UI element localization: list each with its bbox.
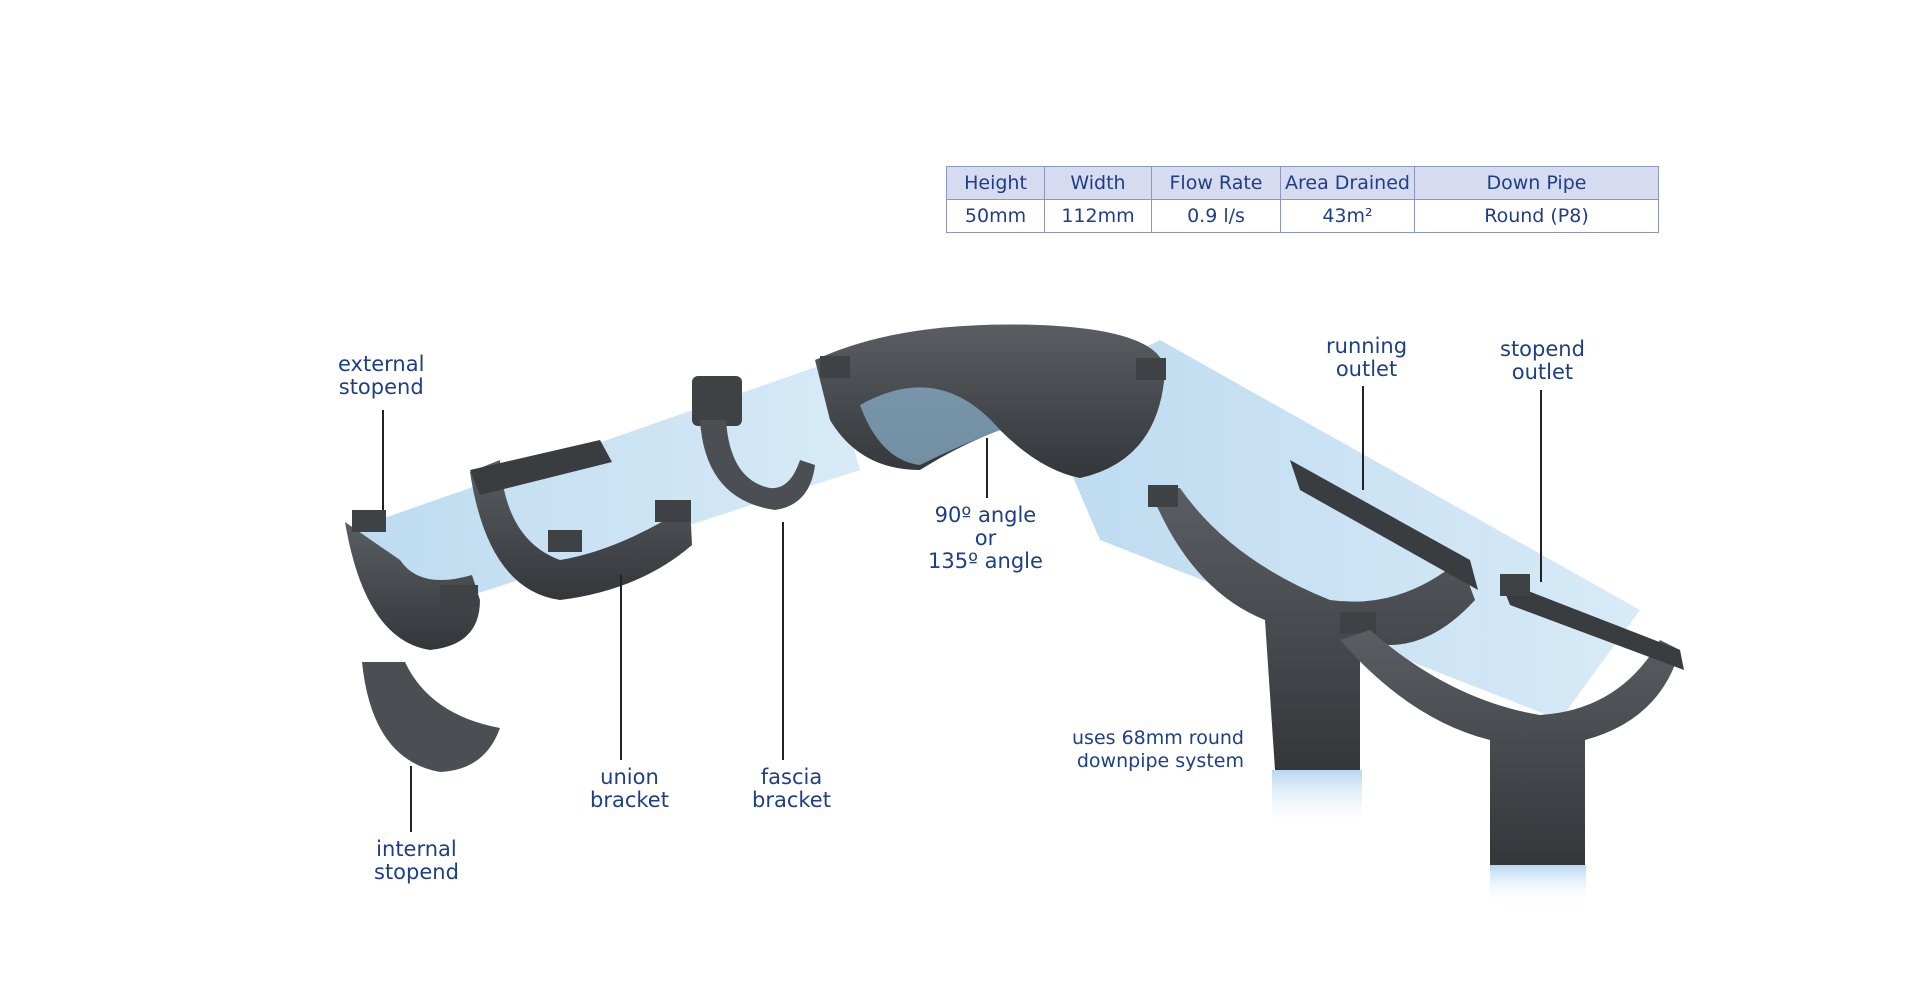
internal-stopend-part: [362, 662, 500, 772]
label-running-outlet: running outlet: [1326, 334, 1408, 381]
spec-table-header-row: Height Width Flow Rate Area Drained Down…: [946, 166, 1659, 200]
running-outlet-part: [1148, 460, 1478, 770]
spec-header-flow-rate: Flow Rate: [1151, 166, 1281, 200]
leader-external-stopend: [382, 410, 384, 510]
spec-value-flow-rate: 0.9 l/s: [1151, 199, 1281, 233]
leader-angle: [986, 438, 988, 498]
water-channel-left: [350, 362, 860, 620]
spec-header-area-drained: Area Drained: [1280, 166, 1415, 200]
spec-header-width: Width: [1044, 166, 1152, 200]
label-angle: 90º angle or 135º angle: [928, 503, 1043, 573]
running-outlet-pipe-fade: [1272, 770, 1362, 830]
fascia-bracket-part: [692, 376, 815, 510]
external-stopend-part: [345, 510, 480, 650]
spec-value-area-drained: 43m²: [1280, 199, 1415, 233]
stopend-outlet-pipe-fade: [1490, 865, 1586, 905]
label-internal-stopend: internal stopend: [374, 837, 459, 884]
stopend-outlet-part: [1340, 574, 1684, 865]
leader-running-outlet: [1362, 386, 1364, 490]
spec-table-value-row: 50mm 112mm 0.9 l/s 43m² Round (P8): [946, 199, 1659, 233]
water-channel-right: [1040, 340, 1640, 720]
leader-fascia-bracket: [782, 522, 784, 760]
spec-header-down-pipe: Down Pipe: [1414, 166, 1659, 200]
leader-internal-stopend: [410, 766, 412, 832]
leader-stopend-outlet: [1540, 390, 1542, 582]
union-bracket-part: [470, 440, 692, 600]
label-stopend-outlet: stopend outlet: [1500, 337, 1585, 384]
label-downpipe-note: uses 68mm round downpipe system: [1072, 727, 1244, 772]
spec-header-height: Height: [946, 166, 1045, 200]
leader-union-bracket: [620, 575, 622, 760]
angle-part: [815, 324, 1166, 478]
label-external-stopend: external stopend: [338, 352, 425, 399]
specification-table: Height Width Flow Rate Area Drained Down…: [946, 166, 1659, 233]
label-union-bracket: union bracket: [590, 765, 669, 812]
spec-value-down-pipe: Round (P8): [1414, 199, 1659, 233]
label-fascia-bracket: fascia bracket: [752, 765, 831, 812]
spec-value-height: 50mm: [946, 199, 1045, 233]
spec-value-width: 112mm: [1044, 199, 1152, 233]
